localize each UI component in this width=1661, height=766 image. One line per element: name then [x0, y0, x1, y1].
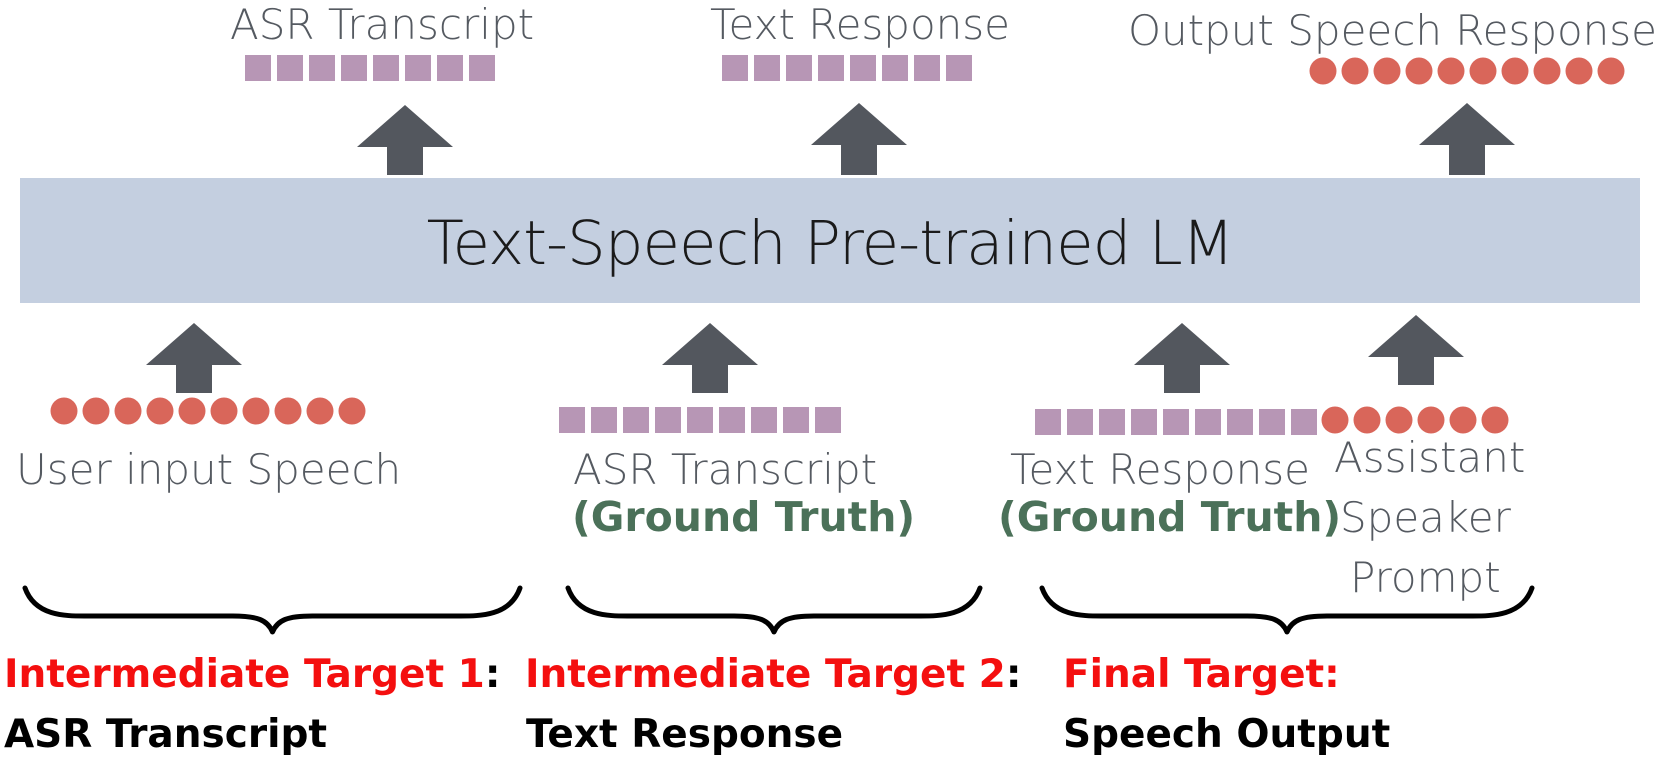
speech-token [338, 397, 366, 425]
speech-token [210, 397, 238, 425]
target-3-title-text: Final Target: [1063, 652, 1340, 697]
target-1-title: Intermediate Target 1: [4, 652, 500, 697]
target-1-detail: ASR Transcript [4, 712, 328, 757]
target-3-detail: Speech Output [1063, 712, 1391, 757]
ground-truth-label-text-response: (Ground Truth) [998, 493, 1342, 541]
up-arrow-icon [662, 323, 758, 393]
text-token [946, 55, 972, 81]
speech-token [178, 397, 206, 425]
speaker-prompt-line-1: Assistant [1334, 433, 1526, 482]
text-token [437, 55, 463, 81]
target-1-colon: : [484, 652, 501, 697]
output-label-speech: Output Speech Response [1128, 6, 1658, 55]
text-token [914, 55, 940, 81]
text-token [469, 55, 495, 81]
output-label-text-response: Text Response [710, 0, 1011, 49]
text-token [722, 55, 748, 81]
curly-brace-icon [565, 585, 983, 635]
ground-truth-label-asr: (Ground Truth) [572, 493, 916, 541]
output-label-asr: ASR Transcript [230, 0, 535, 49]
up-arrow-icon [1134, 323, 1230, 393]
text-token [373, 55, 399, 81]
text-token [405, 55, 431, 81]
speech-token [1321, 406, 1349, 434]
speech-token [146, 397, 174, 425]
text-token [591, 407, 617, 433]
text-token [719, 407, 745, 433]
target-2-title: Intermediate Target 2: [525, 652, 1021, 697]
speech-token [1597, 57, 1625, 85]
text-token [751, 407, 777, 433]
speech-token [1501, 57, 1529, 85]
lm-box: Text-Speech Pre-trained LM [20, 178, 1640, 303]
text-token [687, 407, 713, 433]
curly-brace-icon [22, 585, 523, 635]
speech-token [1481, 406, 1509, 434]
target-2-colon: : [1005, 652, 1022, 697]
speech-token [1309, 57, 1337, 85]
speech-token [1405, 57, 1433, 85]
text-token [818, 55, 844, 81]
input-label-asr: ASR Transcript [573, 445, 878, 494]
text-token [1067, 409, 1093, 435]
speech-token [82, 397, 110, 425]
text-token [1163, 409, 1189, 435]
text-token [815, 407, 841, 433]
speech-token [1437, 57, 1465, 85]
text-token [1099, 409, 1125, 435]
curly-brace-icon [1039, 585, 1535, 635]
text-token [277, 55, 303, 81]
text-token [1291, 409, 1317, 435]
text-token [559, 407, 585, 433]
up-arrow-icon [146, 323, 242, 393]
speech-token [242, 397, 270, 425]
text-token [882, 55, 908, 81]
up-arrow-icon [811, 103, 907, 175]
text-token [754, 55, 780, 81]
speech-token [306, 397, 334, 425]
input-label-text-response: Text Response [1010, 445, 1311, 494]
text-token [1195, 409, 1221, 435]
lm-label: Text-Speech Pre-trained LM [426, 208, 1235, 279]
speaker-prompt-line-2: Speaker [1340, 493, 1511, 542]
target-2-detail: Text Response [526, 712, 844, 757]
speech-token [114, 397, 142, 425]
speech-token [1533, 57, 1561, 85]
text-token [1227, 409, 1253, 435]
speech-token [1341, 57, 1369, 85]
text-token [245, 55, 271, 81]
speech-token [1449, 406, 1477, 434]
text-token [309, 55, 335, 81]
speech-token [274, 397, 302, 425]
text-token [341, 55, 367, 81]
up-arrow-icon [1368, 315, 1464, 385]
speech-token [1385, 406, 1413, 434]
text-token [850, 55, 876, 81]
speech-token [1417, 406, 1445, 434]
up-arrow-icon [357, 105, 453, 175]
speech-token [1565, 57, 1593, 85]
speech-token [1353, 406, 1381, 434]
target-2-title-text: Intermediate Target 2 [525, 652, 1006, 697]
text-token [1131, 409, 1157, 435]
target-3-title: Final Target: [1063, 652, 1340, 697]
input-label-user-speech: User input Speech [16, 445, 402, 494]
text-token [783, 407, 809, 433]
text-token [786, 55, 812, 81]
text-token [623, 407, 649, 433]
speech-token [1373, 57, 1401, 85]
speaker-prompt-line-3: Prompt [1350, 553, 1501, 602]
text-token [1035, 409, 1061, 435]
text-token [655, 407, 681, 433]
up-arrow-icon [1419, 103, 1515, 175]
speech-token [50, 397, 78, 425]
text-token [1259, 409, 1285, 435]
speech-token [1469, 57, 1497, 85]
target-1-title-text: Intermediate Target 1 [4, 652, 485, 697]
